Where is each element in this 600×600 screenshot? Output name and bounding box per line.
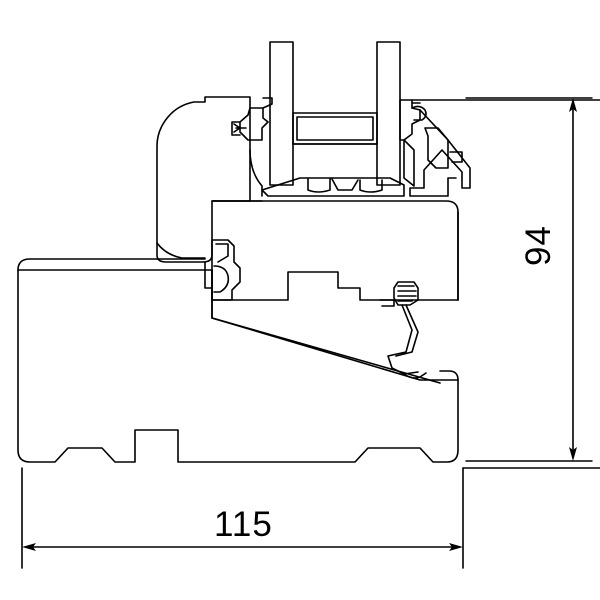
sash-bottom-return xyxy=(249,149,263,197)
glazing-bead-notch xyxy=(231,121,241,136)
glazing-packer-block-c xyxy=(359,179,383,193)
inner-gasket-lip-b xyxy=(213,265,230,293)
inner-gasket-seal xyxy=(211,239,241,301)
glazing-packer-block-b xyxy=(331,178,359,191)
glazing-packer-bed xyxy=(261,177,405,197)
outer-gasket-seal xyxy=(399,99,421,141)
glazing-packer-block-a xyxy=(307,178,331,193)
middle-gasket-ribs xyxy=(397,285,417,302)
middle-gasket-base xyxy=(379,299,395,307)
dim-height-arrow-bottom xyxy=(569,447,577,461)
glazing-bead-upper-lip xyxy=(262,97,273,109)
inner-gasket-lip-a xyxy=(215,243,229,263)
dimension-width xyxy=(21,467,600,569)
glazing-bead xyxy=(239,107,269,141)
dim-width-arrow-left xyxy=(22,543,36,551)
outer-frame-profile xyxy=(17,269,459,463)
dimension-height-label: 94 xyxy=(519,225,558,266)
lower-body-right-corner xyxy=(439,370,459,381)
dimension-height xyxy=(465,97,593,462)
gasket-clip-hook xyxy=(411,105,427,121)
dim-width-arrow-right xyxy=(449,543,463,551)
profile-geometry xyxy=(17,41,600,569)
dim-height-arrow-top xyxy=(569,98,577,112)
glazing-bead-arrow-key xyxy=(233,123,247,133)
sash-profile xyxy=(156,96,251,263)
frame-upper-step xyxy=(17,258,206,271)
outer-trim-hook xyxy=(449,151,463,163)
glazing-spacer-bar-inner xyxy=(296,116,374,141)
gasket-leg xyxy=(403,139,415,187)
outer-trim-body xyxy=(409,109,471,197)
sash-inner-return xyxy=(156,242,206,259)
middle-gasket-head xyxy=(393,281,419,306)
outer-trim-arm xyxy=(411,99,600,104)
inner-gasket-bridge xyxy=(204,261,213,289)
dimension-width-label: 115 xyxy=(214,505,273,544)
outer-trim-inner-channel xyxy=(424,127,449,169)
middle-gasket-leg-tip xyxy=(403,372,427,379)
